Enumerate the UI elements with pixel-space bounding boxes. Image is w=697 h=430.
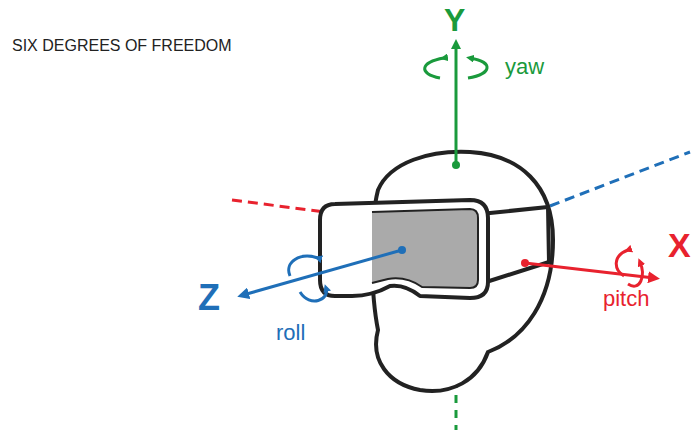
axis-letter: Z	[198, 280, 220, 316]
rotation-name: yaw	[505, 56, 544, 78]
axis-letter: X	[668, 228, 691, 262]
rotation-name: pitch	[603, 288, 649, 310]
rotation-name: roll	[276, 322, 305, 344]
diagram-title: SIX DEGREES OF FREEDOM	[12, 38, 232, 54]
axis-letter: Y	[444, 4, 465, 36]
